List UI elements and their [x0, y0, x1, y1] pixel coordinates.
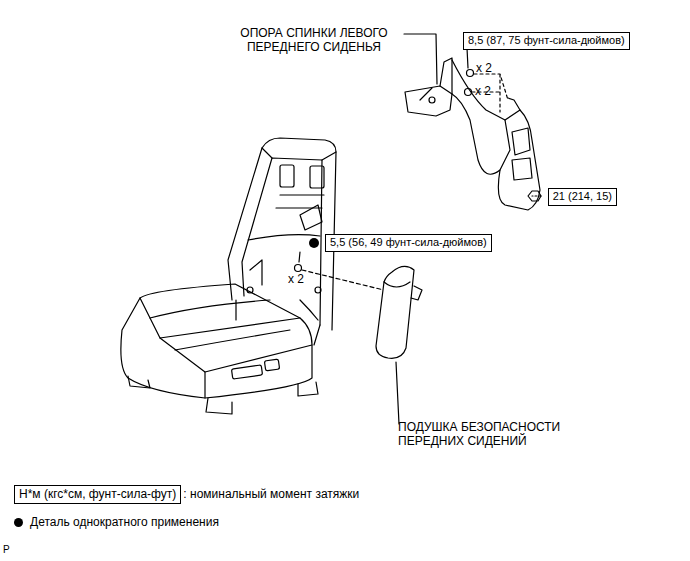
torque-box: 8,5 (87, 75 фунт-сила-дюймов) — [463, 32, 630, 50]
legend-torque-box: Н*м (кгс*см, фунт-сила-фут) — [14, 485, 181, 504]
torque-value: 8,5 (87, 75 фунт-сила-дюймов) — [468, 34, 625, 48]
part-name: ПОДУШКА БЕЗОПАСНОСТИ ПЕРЕДНИХ СИДЕНИЙ — [398, 420, 613, 449]
one-time-use-symbol — [14, 518, 23, 527]
torque-value: 5,5 (56, 49 фунт-сила-дюймов) — [330, 236, 487, 250]
page-marker: P — [3, 544, 10, 556]
torque-box: 5,5 (56, 49 фунт-сила-дюймов) — [325, 234, 492, 252]
legend-text: : номинальный момент затяжки — [183, 487, 359, 501]
torque-value: 21 (214, 15) — [553, 190, 612, 204]
torque-value: Н*м (кгс*см, фунт-сила-фут) — [19, 487, 176, 502]
quantity-label: x 2 — [475, 84, 491, 98]
quantity-label: x 2 — [288, 272, 304, 286]
torque-box: 21 (214, 15) — [548, 188, 617, 206]
part-name: ОПОРА СПИНКИ ЛЕВОГО ПЕРЕДНЕГО СИДЕНЬЯ — [222, 26, 406, 55]
quantity-label: x 2 — [476, 61, 492, 75]
legend-text: Деталь однократного применения — [30, 515, 219, 529]
